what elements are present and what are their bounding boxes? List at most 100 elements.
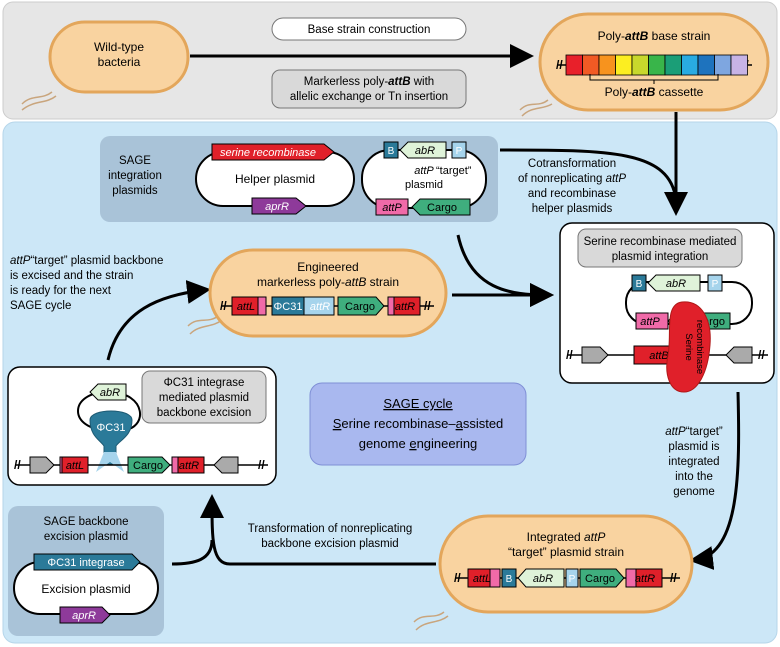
excision-abr-label: abR: [100, 387, 120, 399]
integrated-cargo: [579, 568, 625, 588]
integrated-note-line2: plasmid is: [668, 441, 719, 453]
svg-text://: //: [220, 299, 227, 313]
sage-cycle-line2: Serine recombinase–assisted: [333, 416, 504, 431]
integration-p-label: P: [712, 279, 719, 290]
markerless-note-line1: Markerless poly-attB with: [304, 76, 434, 88]
integrated-note-line5: genome: [673, 486, 715, 498]
wild-type-line1: Wild-type: [94, 40, 144, 54]
recombinase-label-2: recombinase: [694, 320, 705, 374]
markerless-note-line2: allelic exchange or Tn insertion: [290, 91, 448, 103]
cassette-block: [598, 54, 616, 76]
backbone-excision-line2: excision plasmid: [44, 531, 128, 543]
engineered-strain-cell: Engineered markerless poly-attB strain /…: [187, 248, 448, 338]
integrated-abr-label: abR: [533, 573, 553, 585]
target-plasmid-abr: [399, 141, 447, 159]
integration-title-box: [577, 228, 743, 268]
excision-cargo: [127, 456, 171, 474]
sage-integration-line1: SAGE: [119, 155, 151, 167]
sage-integration-line2: integration: [108, 170, 162, 182]
target-plasmid-line1b: “target”: [436, 165, 472, 177]
poly-attb-cassette-blocks: [565, 54, 748, 76]
excision-attr-label: attR: [179, 460, 199, 472]
transformation-line1: Transformation of nonreplicating: [248, 523, 413, 535]
integrated-strain-title-line2: “target” plasmid strain: [508, 545, 624, 559]
transformation-line2: backbone excision plasmid: [261, 538, 398, 550]
poly-attb-cassette-label: Poly-attB cassette: [605, 85, 704, 99]
cotransformation-curve: [499, 148, 678, 201]
svg-text://: //: [670, 571, 677, 585]
base-strain-construction-label: Base strain construction: [308, 24, 431, 36]
cassette-block: [697, 54, 715, 76]
markerless-note-box: [271, 69, 467, 109]
excision-grey-right: [213, 456, 239, 474]
cassette-block: [714, 54, 732, 76]
integration-break-left: //: [566, 348, 573, 362]
excision-grey-left: [29, 456, 55, 474]
engineered-title-line1: Engineered: [297, 260, 358, 274]
backbone-excision-line1: SAGE backbone: [43, 516, 128, 528]
excision-break-right: //: [258, 458, 265, 472]
cassette-block: [681, 54, 699, 76]
engineered-cargo-label: Cargo: [345, 301, 375, 313]
excision-cargo-label: Cargo: [133, 460, 163, 472]
integration-title-line1: Serine recombinase mediated: [584, 236, 737, 248]
integration-b: [631, 274, 647, 292]
integrated-b: [501, 568, 517, 588]
integration-break-right: //: [758, 348, 765, 362]
sage-integration-line3: plasmids: [112, 185, 158, 197]
phic31-integrase-label: ΦC31 integrase: [47, 557, 124, 569]
serine-recombinase-protein: [666, 301, 711, 393]
cotransformation-line4: helper plasmids: [532, 203, 613, 215]
integration-grey-right: [725, 346, 753, 364]
serine-recombinase-label: serine recombinase: [220, 147, 316, 159]
integration-attb-label: attB: [649, 350, 669, 362]
excised-note-line2: is excised and the strain: [10, 270, 133, 282]
engineered-cargo: [337, 296, 385, 316]
excised-note-line3: is ready for the next: [10, 285, 112, 297]
cassette-block: [582, 54, 600, 76]
recombinase-label-1: Serine: [683, 333, 694, 360]
svg-text://: //: [454, 571, 461, 585]
excision-plasmid-label: Excision plasmid: [41, 582, 130, 596]
poly-attb-base-strain-cell: Poly-attB base strain // // Poly-attB ca…: [519, 12, 770, 117]
cassette-block: [631, 54, 649, 76]
excised-note-line4: SAGE cycle: [10, 300, 71, 312]
integration-attp-label: attP: [640, 316, 660, 328]
svg-text://: //: [424, 299, 431, 313]
integration-to-integrated-arrow: [689, 391, 741, 570]
excision-title-line2: mediated plasmid: [159, 392, 249, 404]
base-strain-construction-box: [271, 17, 467, 41]
integration-abr-label: abR: [666, 278, 686, 290]
engineered-title-line2: markerless poly-attB strain: [257, 275, 399, 289]
excision-to-engineered-arrow: [106, 280, 211, 361]
integration-grey-left: [581, 346, 609, 364]
poly-attb-base-strain-title: Poly-attB base strain: [598, 29, 711, 43]
integrated-attr: [635, 568, 663, 588]
target-plasmid-line1: attP: [414, 165, 434, 177]
excision-title-box: [141, 370, 267, 424]
target-plasmid-attp: [375, 198, 409, 216]
target-plasmid-line2: plasmid: [405, 179, 443, 191]
integration-b-label: B: [636, 279, 643, 290]
excision-attr: [177, 456, 205, 474]
target-plasmid-cargo: [411, 198, 471, 216]
excision-break-left: //: [14, 458, 21, 472]
excision-title-line3: backbone excision: [157, 407, 252, 419]
wild-type-cell: Wild-type bacteria: [21, 20, 190, 111]
integration-abr: [647, 274, 701, 292]
integrated-strain-cell: Integrated attP “target” plasmid strain …: [413, 514, 694, 631]
integrated-note-line3: integrated: [668, 456, 719, 468]
apr-r-label-helper: aprR: [265, 201, 289, 213]
integrated-strain-title-line1: Integrated attP: [527, 530, 606, 544]
target-plasmid-p: [451, 141, 467, 159]
integrated-p-label: P: [569, 574, 576, 585]
target-plasmid-b: [383, 141, 399, 159]
excised-note-line1: attP“target” plasmid backbone: [10, 255, 163, 267]
phic31-integrase-gene: [33, 553, 141, 571]
apr-r-gene-excision: [59, 606, 111, 624]
integrated-note-line4: into the: [675, 471, 713, 483]
target-plasmid-b-label: B: [388, 146, 395, 157]
engineered-phic31-label: ΦC31: [274, 301, 303, 313]
transformation-arrow: [200, 494, 436, 566]
